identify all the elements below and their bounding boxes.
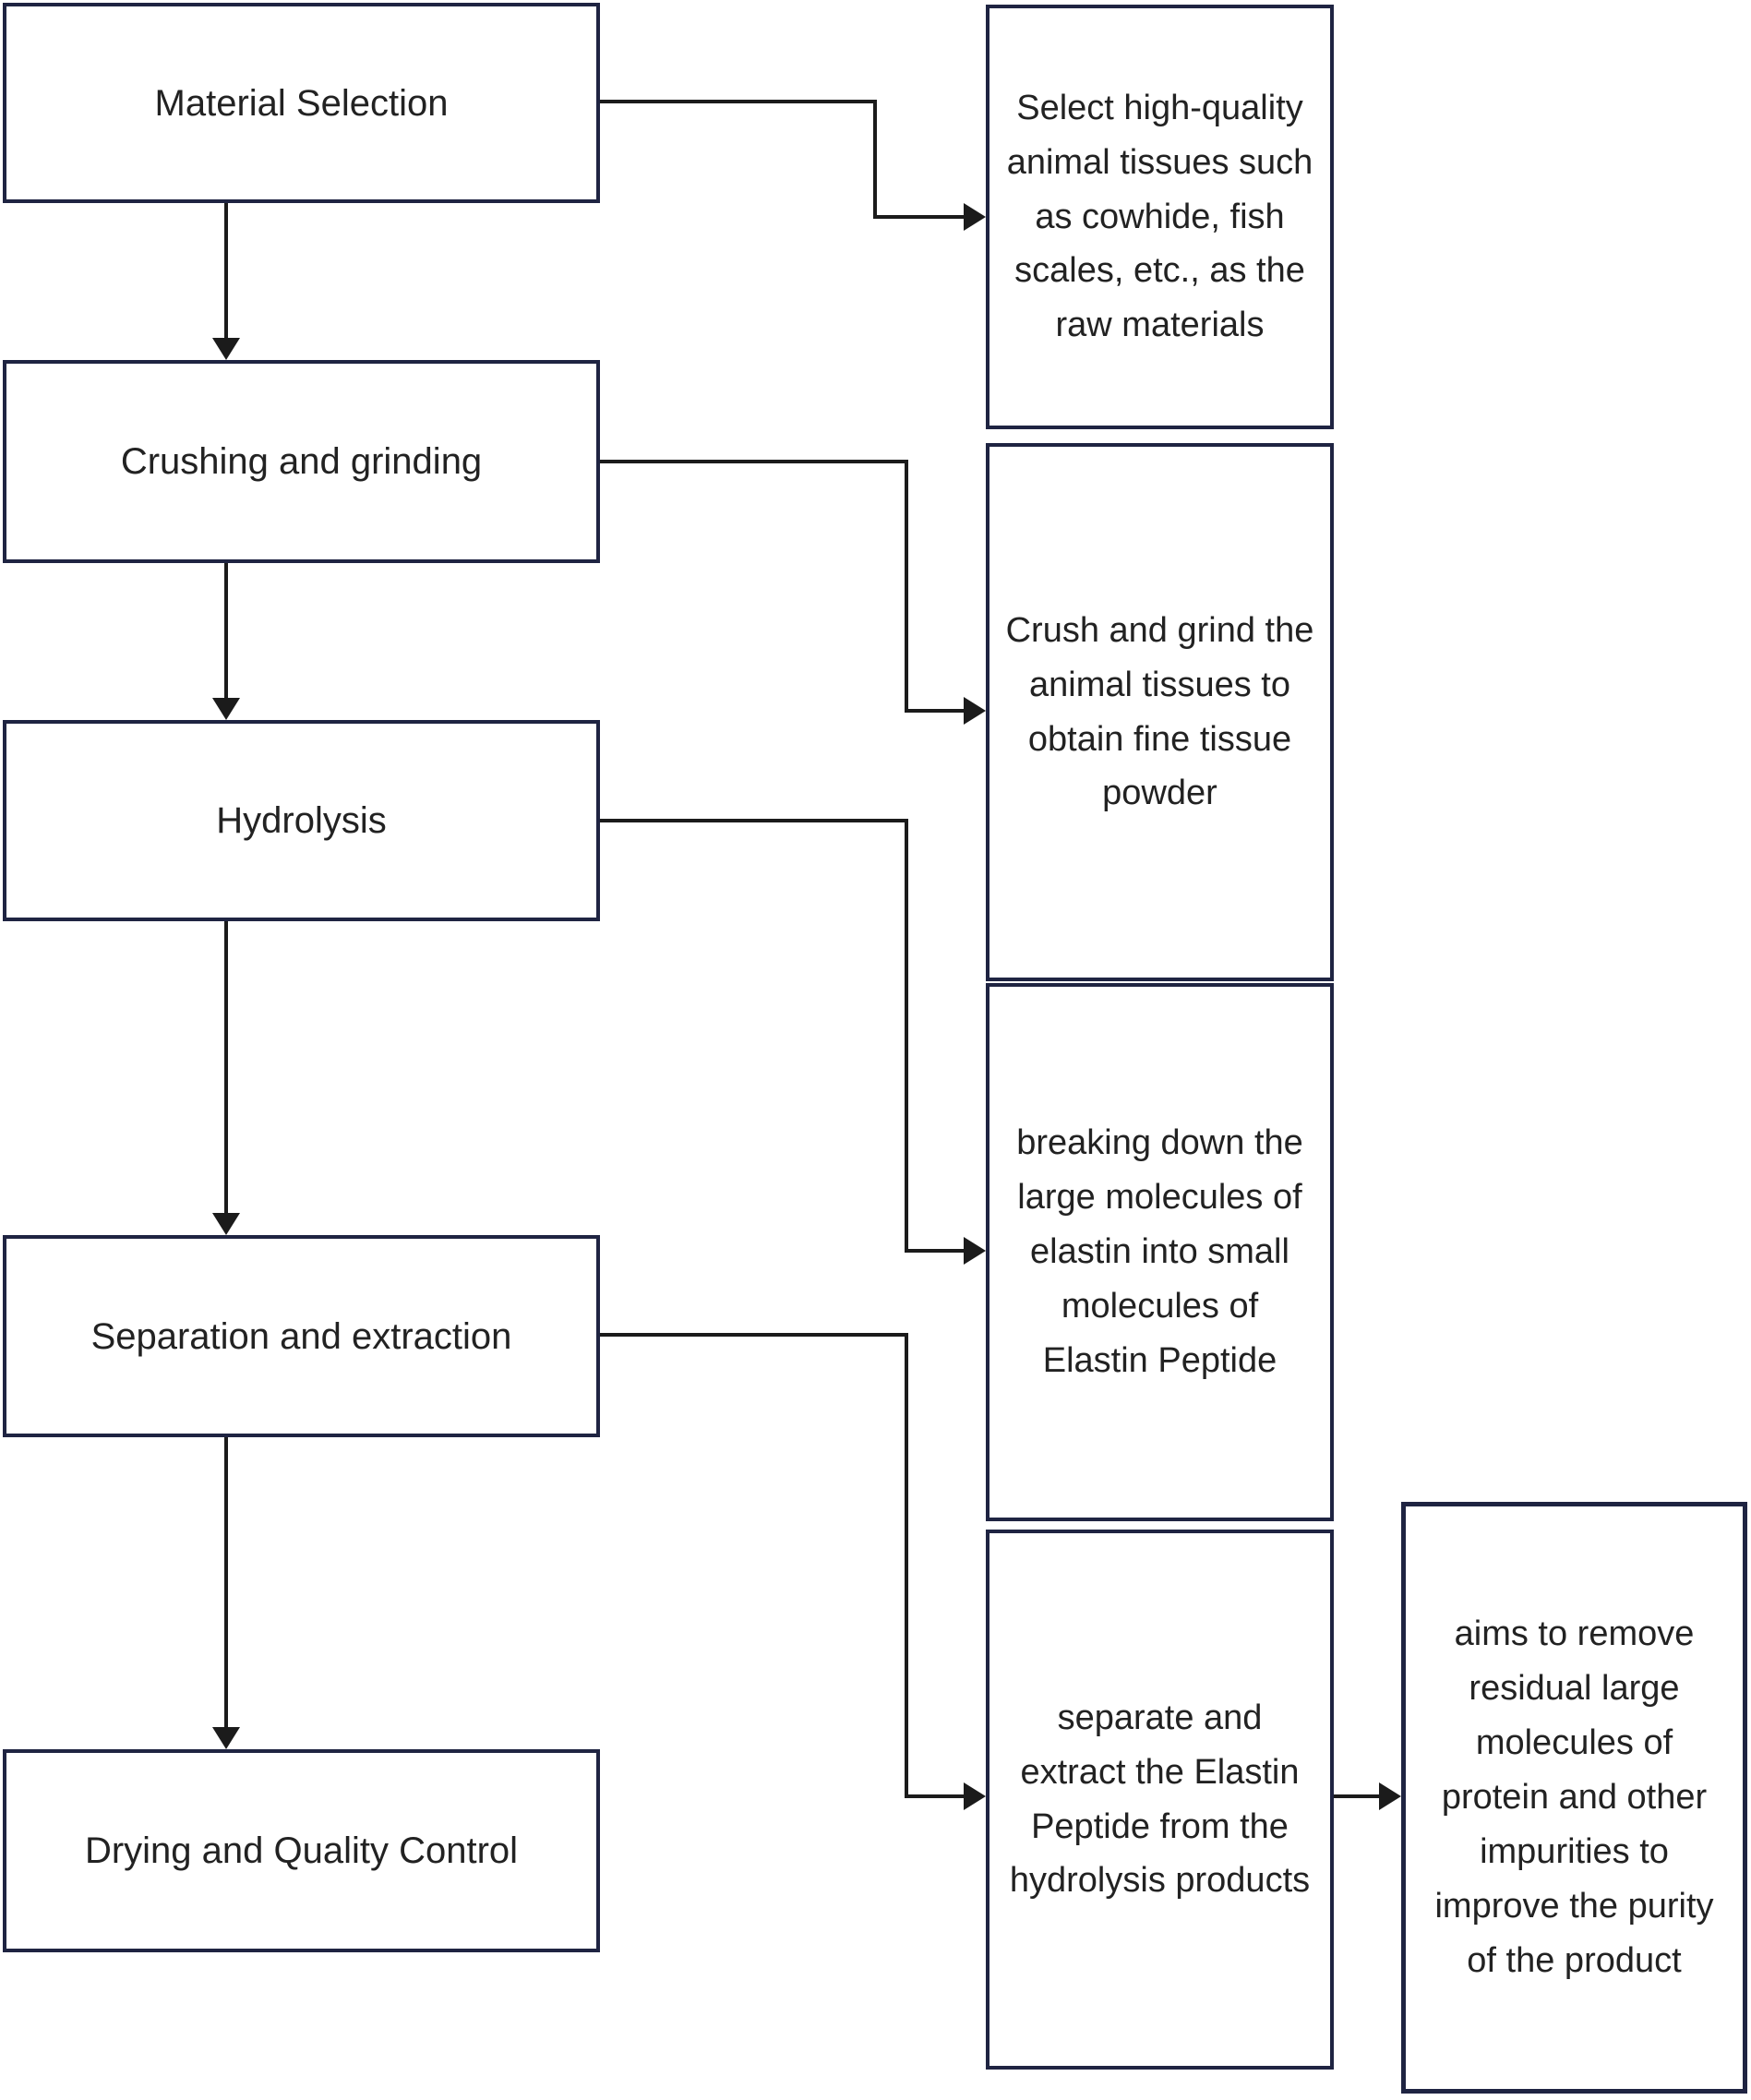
arrowhead-down-step3-icon [212, 698, 240, 720]
arrowhead-down-step5-icon [212, 1727, 240, 1749]
step-label-material-selection: Material Selection [154, 82, 449, 124]
description-text-crushing-grinding: Crush and grind the animal tissues to ob… [1005, 610, 1314, 813]
connector-step2-desc2-hseg2 [905, 709, 964, 713]
connector-step4-step5-line [224, 1437, 228, 1731]
step-label-drying-quality-control: Drying and Quality Control [84, 1830, 519, 1871]
description-text-material-selection: Select high-quality animal tissues such … [1006, 88, 1313, 345]
step-label-separation-extraction: Separation and extraction [90, 1315, 512, 1357]
step-label-crushing-grinding: Crushing and grinding [120, 441, 483, 482]
step-box-drying-quality-control: Drying and Quality Control [3, 1749, 600, 1952]
description-box-crushing-grinding: Crush and grind the animal tissues to ob… [986, 443, 1334, 981]
description-text-hydrolysis: breaking down the large molecules of ela… [1016, 1123, 1303, 1380]
connector-step4-desc4-vseg [905, 1333, 908, 1798]
note-text-purification: aims to remove residual large molecules … [1434, 1614, 1714, 1980]
connector-step1-desc1-hseg2 [873, 215, 964, 219]
connector-step3-desc3-vseg [905, 819, 908, 1253]
description-text-separation-extraction: separate and extract the Elastin Peptide… [1009, 1698, 1311, 1901]
arrowhead-right-desc2-icon [964, 697, 986, 725]
connector-step2-desc2-vseg [905, 460, 908, 713]
step-box-material-selection: Material Selection [3, 3, 600, 203]
connector-step4-desc4-hseg [600, 1333, 908, 1337]
arrowhead-right-note-icon [1379, 1782, 1401, 1810]
step-box-separation-extraction: Separation and extraction [3, 1235, 600, 1437]
connector-step3-step4-line [224, 921, 228, 1217]
arrowhead-down-step2-icon [212, 338, 240, 360]
arrowhead-down-step4-icon [212, 1213, 240, 1235]
connector-step1-desc1-vseg [873, 100, 877, 219]
step-box-hydrolysis: Hydrolysis [3, 720, 600, 921]
connector-step4-desc4-hseg2 [905, 1794, 964, 1798]
connector-step2-desc2-hseg [600, 460, 908, 463]
step-label-hydrolysis: Hydrolysis [216, 800, 387, 841]
step-box-crushing-grinding: Crushing and grinding [3, 360, 600, 563]
arrowhead-right-desc3-icon [964, 1237, 986, 1265]
description-box-separation-extraction: separate and extract the Elastin Peptide… [986, 1530, 1334, 2070]
connector-step3-desc3-hseg2 [905, 1249, 964, 1253]
arrowhead-right-desc4-icon [964, 1782, 986, 1810]
connector-step3-desc3-hseg [600, 819, 908, 822]
connector-step1-step2-line [224, 203, 228, 342]
connector-step1-desc1-hseg [600, 100, 877, 103]
arrowhead-right-desc1-icon [964, 203, 986, 231]
description-box-hydrolysis: breaking down the large molecules of ela… [986, 983, 1334, 1521]
note-box-purification: aims to remove residual large molecules … [1401, 1502, 1747, 2094]
connector-desc4-note-hseg [1334, 1794, 1379, 1798]
connector-step2-step3-line [224, 563, 228, 702]
description-box-material-selection: Select high-quality animal tissues such … [986, 5, 1334, 429]
